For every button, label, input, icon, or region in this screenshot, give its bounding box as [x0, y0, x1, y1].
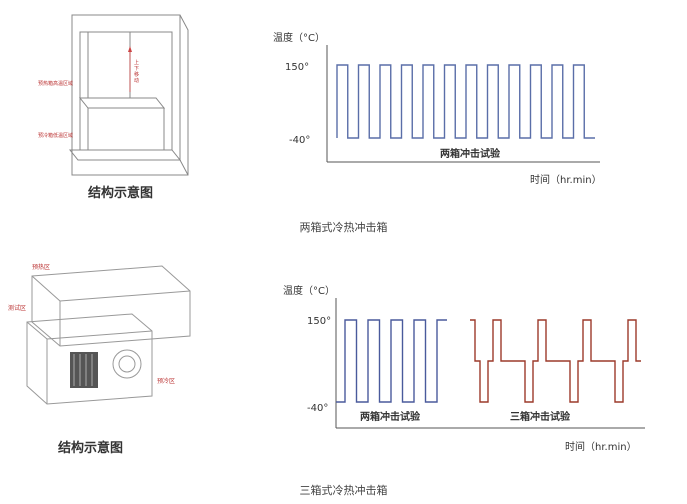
- bottom-chart-xlabel: 时间（hr.min）: [565, 440, 637, 453]
- top-chart-ylabel: 温度（°C）: [273, 31, 325, 44]
- bottom-series1-label: 两箱冲击试验: [360, 410, 421, 423]
- top-y-high-label: 150°: [285, 62, 309, 73]
- illustration-label-preheat: 预热区: [32, 264, 51, 271]
- two-box-illustration: 预热箱高温区域 上下移动 预冷箱低温区域: [38, 10, 200, 180]
- two-box-series-line: [336, 64, 595, 139]
- three-box-illustration: 预热区 测试区 预冷区: [8, 256, 202, 406]
- two-box-chart: 温度（°C） 150° -40° 两箱冲击试验 时间（hr.min）: [273, 31, 602, 186]
- bottom-y-low-label: -40°: [307, 403, 328, 414]
- bottom-caption: 三箱式冷热冲击箱: [299, 484, 388, 497]
- top-chart-xlabel: 时间（hr.min）: [530, 173, 602, 186]
- bottom-structure-label: 结构示意图: [58, 441, 124, 456]
- bottom-chart-ylabel: 温度（°C）: [283, 284, 335, 297]
- illustration-label-move: 上下移动: [134, 60, 140, 84]
- top-structure-label: 结构示意图: [88, 186, 154, 201]
- two-box-series-line: [336, 319, 447, 403]
- illustration-label-precool: 预冷区: [157, 378, 176, 385]
- illustration-label-test: 测试区: [8, 305, 27, 312]
- top-caption: 两箱式冷热冲击箱: [299, 221, 388, 234]
- top-series-label: 两箱冲击试验: [440, 147, 501, 160]
- top-y-low-label: -40°: [289, 135, 310, 146]
- illustration-label-cold: 预冷箱低温区域: [38, 133, 74, 139]
- bottom-y-high-label: 150°: [307, 316, 331, 327]
- bottom-series2-label: 三箱冲击试验: [510, 410, 571, 423]
- three-box-series-line: [470, 319, 641, 403]
- illustration-label-hot: 预热箱高温区域: [38, 81, 74, 87]
- three-box-chart: 温度（°C） 150° -40° 两箱冲击试验 三箱冲击试验 时间（hr.min…: [283, 284, 645, 453]
